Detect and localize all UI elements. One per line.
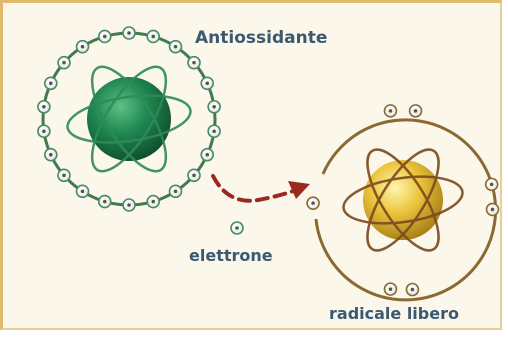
electron-icon (43, 147, 58, 162)
electron-icon (230, 221, 244, 235)
antioxidant-nucleus (87, 77, 171, 161)
electron-icon (484, 177, 499, 192)
electron-icon (168, 184, 183, 199)
electron-icon (75, 184, 90, 199)
electron-icon (122, 198, 136, 212)
radical-nucleus (363, 160, 443, 240)
electron-icon (97, 29, 112, 44)
free-radical-atom (306, 104, 500, 302)
electron-icon (207, 124, 221, 139)
electron-icon (75, 39, 90, 54)
electron-icon (97, 194, 112, 209)
electron-icon (37, 99, 51, 114)
electron-icon (122, 26, 136, 40)
antioxidant-label: Antiossidante (195, 28, 328, 48)
electron-icon (37, 124, 51, 139)
electron-icon (207, 99, 221, 114)
electron-icon (146, 29, 161, 44)
electron-icon (405, 282, 420, 297)
electron-icon (57, 168, 71, 183)
radical-shell-ring (314, 118, 498, 302)
antioxidant-atom (37, 26, 221, 212)
electron-icon (383, 282, 398, 296)
dashed-arrow-icon (211, 174, 310, 203)
free-radical-label: radicale libero (329, 304, 459, 323)
radical-orbits (342, 148, 464, 252)
electron-icon (200, 147, 215, 162)
electron-icon (408, 104, 423, 118)
electron-icon (43, 76, 58, 91)
electron-icon (168, 39, 183, 54)
antioxidant-electrons (37, 26, 221, 212)
electron-icon (146, 194, 161, 209)
electron-icon (306, 196, 320, 210)
electron-icon (200, 76, 215, 91)
electron-icon (57, 55, 71, 70)
radical-electrons (306, 104, 500, 297)
electron-icon (187, 168, 201, 183)
antioxidant-orbits (66, 65, 192, 173)
electron-icon (485, 202, 500, 217)
electron-icon (383, 104, 398, 118)
electron-label: elettrone (189, 246, 273, 265)
electron-icon (187, 55, 201, 70)
